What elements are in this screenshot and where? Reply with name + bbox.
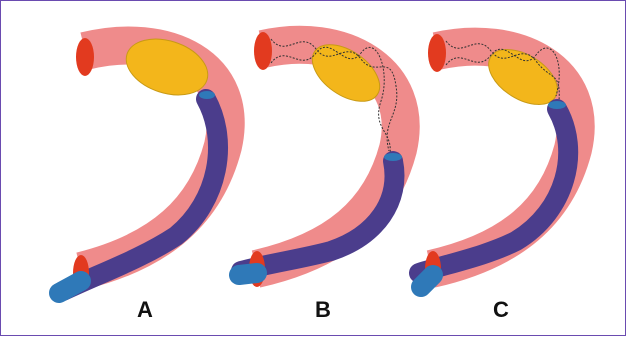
catheter-tip-b — [384, 153, 402, 161]
vessel-opening-top-a — [76, 38, 94, 76]
vessel-opening-top-b — [254, 32, 272, 70]
panel-a — [59, 29, 226, 293]
panel-label-b: B — [303, 299, 343, 321]
vessel-opening-top-c — [428, 34, 446, 72]
panel-label-c: C — [481, 299, 521, 321]
catheter-tip-a — [199, 91, 215, 99]
panel-label-a: A — [125, 299, 165, 321]
catheter-exit-c — [421, 275, 433, 287]
catheter-exit-b — [239, 273, 257, 275]
panel-b — [239, 32, 402, 287]
panel-c — [419, 34, 576, 287]
catheter-exit-a — [59, 281, 81, 293]
catheter-tip-c — [548, 101, 566, 109]
